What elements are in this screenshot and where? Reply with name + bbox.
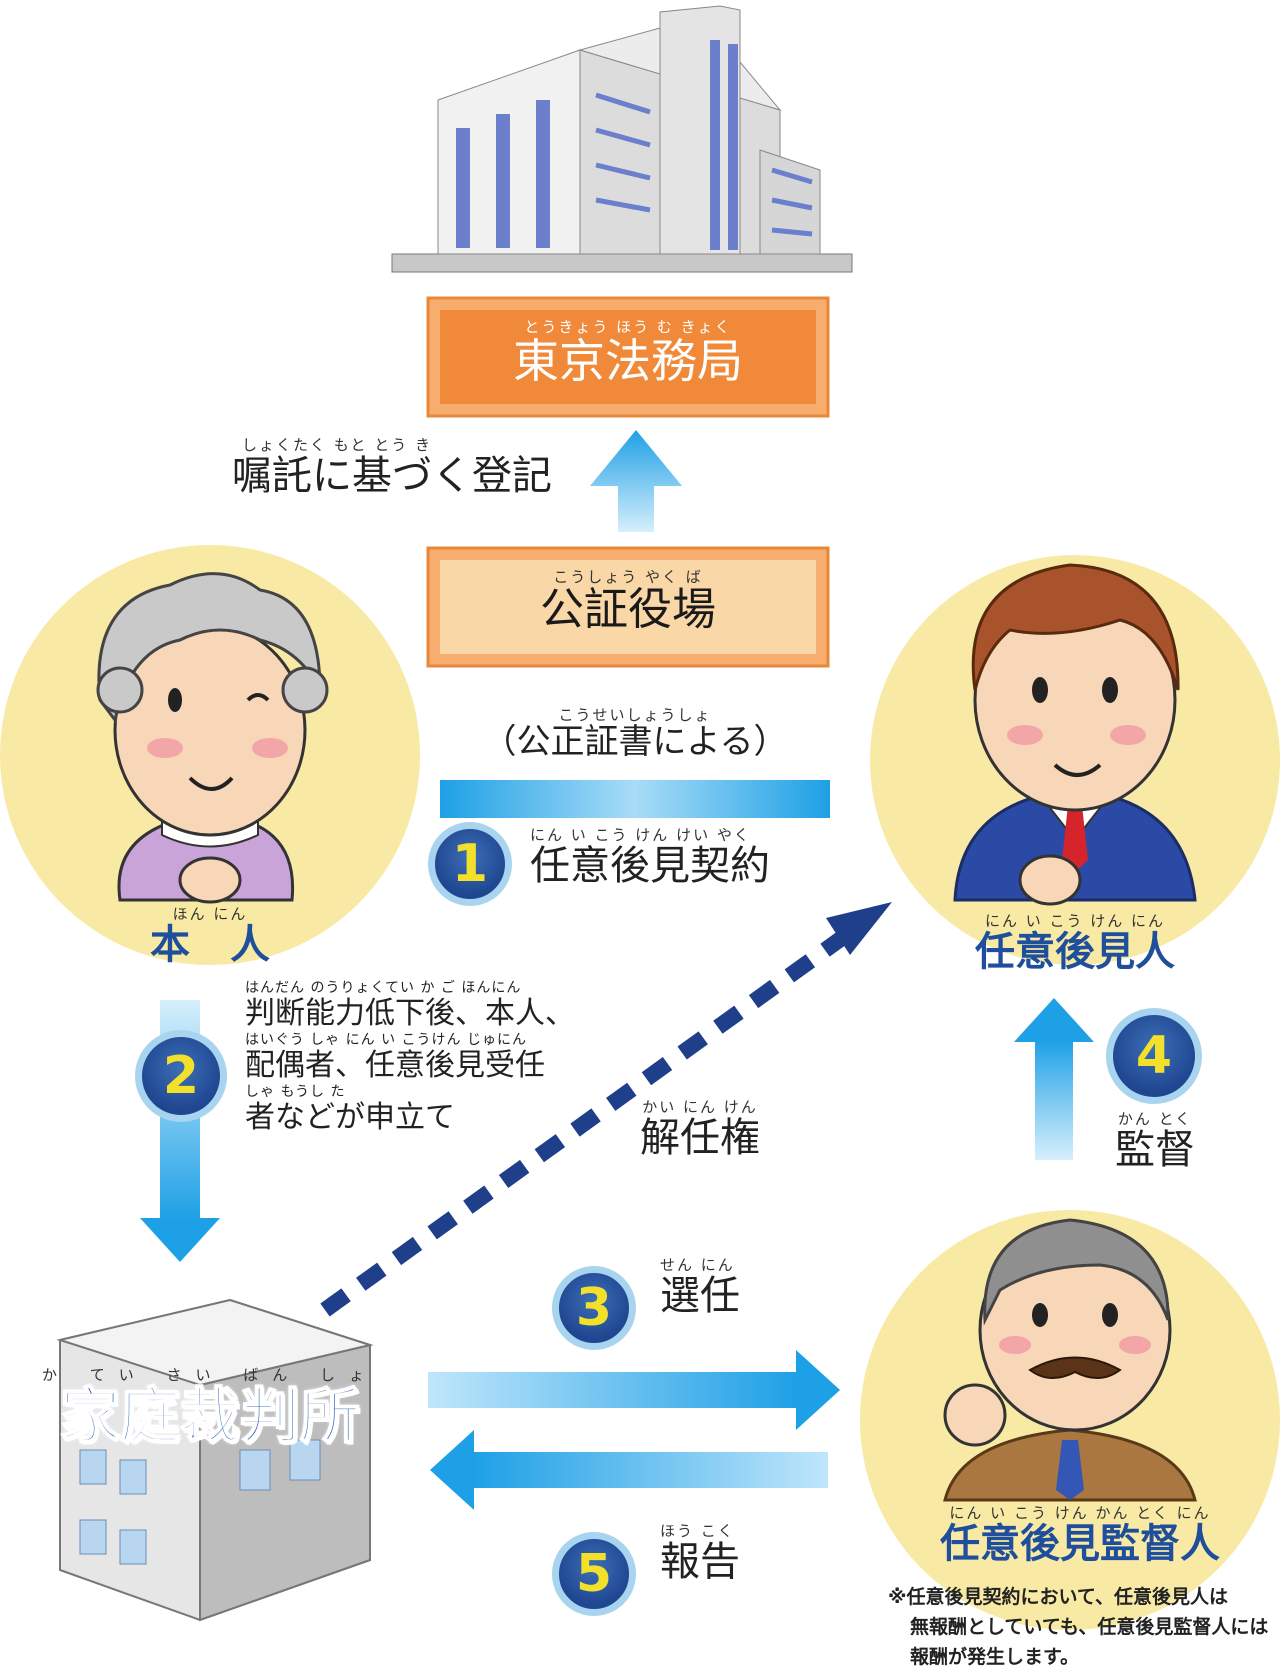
notary-office-label: こうしょう やく ば 公証役場 [440, 568, 816, 634]
step-2-ruby-line-1: はんだん のうりょくてい か ご ほんにん [245, 980, 522, 996]
report-left-arrow [430, 1430, 828, 1510]
notary-office-ruby: こうしょう やく ば [553, 568, 703, 586]
guardian-ruby: にん い こう けん にん [984, 912, 1166, 930]
dismissal-text: 解任権 [640, 1115, 760, 1161]
step-2-line-1: 判断能力低下後、本人、 [245, 996, 575, 1031]
family-court-label: か てい さい ばん しょ 家庭裁判所 [20, 1366, 400, 1452]
step-4-ruby: かん とく [1117, 1110, 1193, 1128]
supervisor-title: 任意後見監督人 [940, 1521, 1220, 1567]
dismissal-label: かい にん けん 解任権 [620, 1098, 780, 1160]
step-2-badge: 2 [135, 1030, 227, 1122]
step-1-ruby: にん い こう けん けい やく [530, 826, 751, 844]
step-3-text: 選任 [660, 1273, 740, 1319]
step-2-label: はんだん のうりょくてい か ご ほんにん 判断能力低下後、本人、 はいぐう し… [245, 980, 615, 1136]
step-3-badge: 3 [552, 1266, 636, 1350]
step-5-text: 報告 [660, 1539, 740, 1585]
principal-character-icon [96, 572, 329, 904]
contract-bar [440, 780, 830, 818]
step-2-line-2: 配偶者、任意後見受任 [245, 1048, 545, 1083]
dismissal-dotted-arrow [320, 918, 865, 1317]
family-court-ruby: か てい さい ばん しょ [41, 1366, 379, 1384]
step-1-text: 任意後見契約 [530, 843, 770, 889]
footnote-line-1: ※任意後見契約において、任意後見人は [888, 1586, 1228, 1608]
step-3-label: せん にん 選任 [660, 1256, 740, 1318]
principal-title: 本 人 [150, 922, 270, 968]
family-court-building-icon [56, 1298, 374, 1622]
step-4-text: 監督 [1115, 1127, 1195, 1173]
supervision-up-arrow [1014, 998, 1094, 1160]
family-court-title: 家庭裁判所 [59, 1382, 361, 1452]
step-3-ruby: せん にん [660, 1256, 735, 1274]
step-4-label: かん とく 監督 [1095, 1110, 1215, 1172]
guardian-title: 任意後見人 [975, 929, 1175, 975]
guardian-character-icon [953, 563, 1197, 906]
legal-bureau-label: とうきょう ほう む きょく 東京法務局 [440, 318, 816, 387]
notarial-deed-text: （公正証書による） [482, 722, 788, 762]
registration-label: しょくたく もと とう き 嘱託に基づく登記 [232, 436, 582, 498]
principal-ruby: ほん にん [172, 905, 248, 923]
legal-bureau-ruby: とうきょう ほう む きょく [524, 318, 732, 336]
footnote-line-2: 無報酬としていても、任意後見監督人には [910, 1616, 1269, 1638]
step-1-badge: 1 [428, 822, 512, 906]
step-1-label: にん い こう けん けい やく 任意後見契約 [530, 826, 770, 888]
notarial-deed-label: こうせいしょうしょ （公正証書による） [460, 706, 810, 761]
footnote-line-3: 報酬が発生します。 [910, 1646, 1080, 1668]
step-4-badge: 4 [1106, 1008, 1202, 1104]
registration-ruby: しょくたく もと とう き [242, 436, 433, 454]
legal-bureau-building-icon [391, 5, 853, 273]
supervisor-label: にん い こう けん かん とく にん 任意後見監督人 [900, 1504, 1260, 1566]
step-2-line-3: 者などが申立て [245, 1100, 455, 1135]
step-2-ruby-line-2: はいぐう しゃ にん い こうけん じゅにん [245, 1032, 527, 1048]
supervisor-ruby: にん い こう けん かん とく にん [949, 1504, 1211, 1522]
step-2-ruby-line-3: しゃ もうし た [245, 1084, 346, 1100]
principal-label: ほん にん 本 人 [110, 905, 310, 967]
footnote: ※任意後見契約において、任意後見人は 無報酬としていても、任意後見監督人には 報… [888, 1582, 1268, 1672]
legal-bureau-title: 東京法務局 [513, 334, 743, 388]
step-5-label: ほう こく 報告 [660, 1522, 740, 1584]
notary-office-title: 公証役場 [540, 584, 716, 635]
supervisor-character-icon [943, 1218, 1197, 1502]
registration-text: 嘱託に基づく登記 [232, 453, 552, 499]
appointment-right-arrow [428, 1350, 840, 1430]
step-5-ruby: ほう こく [660, 1522, 735, 1540]
step-5-badge: 5 [552, 1532, 636, 1616]
dismissal-ruby: かい にん けん [642, 1098, 758, 1116]
guardian-label: にん い こう けん にん 任意後見人 [930, 912, 1220, 974]
notarial-deed-ruby: こうせいしょうしょ [558, 706, 712, 724]
registration-up-arrow [590, 430, 682, 532]
